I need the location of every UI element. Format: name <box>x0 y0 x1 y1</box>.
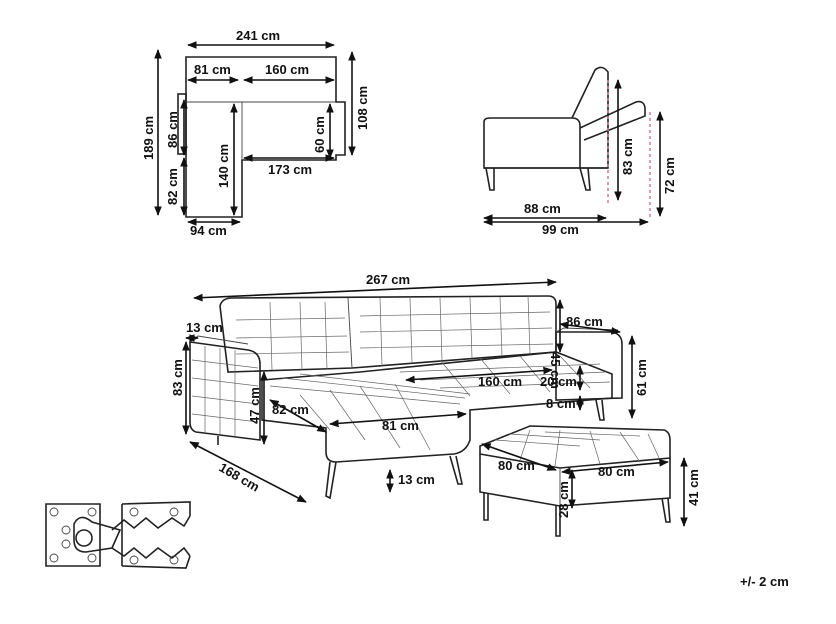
main-chaise-width-label: 81 cm <box>382 418 419 433</box>
plan-total-depth-label: 189 cm <box>141 116 156 160</box>
plan-total-width-label: 241 cm <box>236 28 280 43</box>
side-profile <box>483 117 581 169</box>
main-overall-depth-label: 168 cm <box>217 460 263 495</box>
plan-seat-depth-label: 60 cm <box>312 116 327 153</box>
plan-chaise-front-label: 94 cm <box>190 223 227 238</box>
plan-chaise-depth-label: 82 cm <box>165 168 180 205</box>
main-arm-width-label: 13 cm <box>186 320 223 335</box>
hinge-mechanism-icon <box>45 501 191 569</box>
main-side-depth-label: 86 cm <box>566 314 603 329</box>
plan-inner-width-label: 173 cm <box>268 162 312 177</box>
side-reclined-depth-label: 99 cm <box>542 222 579 237</box>
ottoman-cushion-height-label: 28 cm <box>556 481 571 518</box>
main-seat-thickness-label: 20 cm <box>540 374 577 389</box>
sofa-left-arm <box>189 341 261 441</box>
main-chaise-depth-label: 82 cm <box>272 402 309 417</box>
plan-outline <box>185 56 346 218</box>
ottoman: 80 cm 80 cm 28 cm 41 cm <box>479 425 701 537</box>
plan-arm-depth-label: 86 cm <box>165 111 180 148</box>
ottoman-total-height-label: 41 cm <box>686 469 701 506</box>
tolerance-note: +/- 2 cm <box>740 574 789 589</box>
side-view: 88 cm 99 cm 83 cm 72 cm <box>483 66 677 237</box>
main-leg-height-label: 13 cm <box>398 472 435 487</box>
main-seat-height-label: 61 cm <box>634 359 649 396</box>
plan-inner-depth-label: 140 cm <box>216 144 231 188</box>
main-seat-length-label: 160 cm <box>478 374 522 389</box>
side-reclined-height-label: 72 cm <box>662 157 677 194</box>
main-leg-gap-label: 8 cm <box>546 396 576 411</box>
main-total-length-label: 267 cm <box>366 272 410 287</box>
ottoman-width-label: 80 cm <box>598 464 635 479</box>
plan-view: 241 cm 81 cm 160 cm 189 cm 86 cm 82 cm 1… <box>141 28 370 238</box>
ottoman-depth-label: 80 cm <box>498 458 535 473</box>
plan-back-height-label: 108 cm <box>355 86 370 130</box>
plan-chaise-width-label: 81 cm <box>194 62 231 77</box>
side-depth-label: 88 cm <box>524 201 561 216</box>
main-total-height-label: 83 cm <box>170 359 185 396</box>
sofa-seat <box>261 351 613 463</box>
main-arm-height-label: 47 cm <box>247 387 262 424</box>
main-back-cushion-label: 45 cm <box>548 352 563 389</box>
plan-seat-width-label: 160 cm <box>265 62 309 77</box>
sofa-perspective: 267 cm 13 cm 45 cm 86 cm 83 cm 47 cm 82 … <box>170 272 649 503</box>
side-back-height-label: 83 cm <box>620 138 635 175</box>
